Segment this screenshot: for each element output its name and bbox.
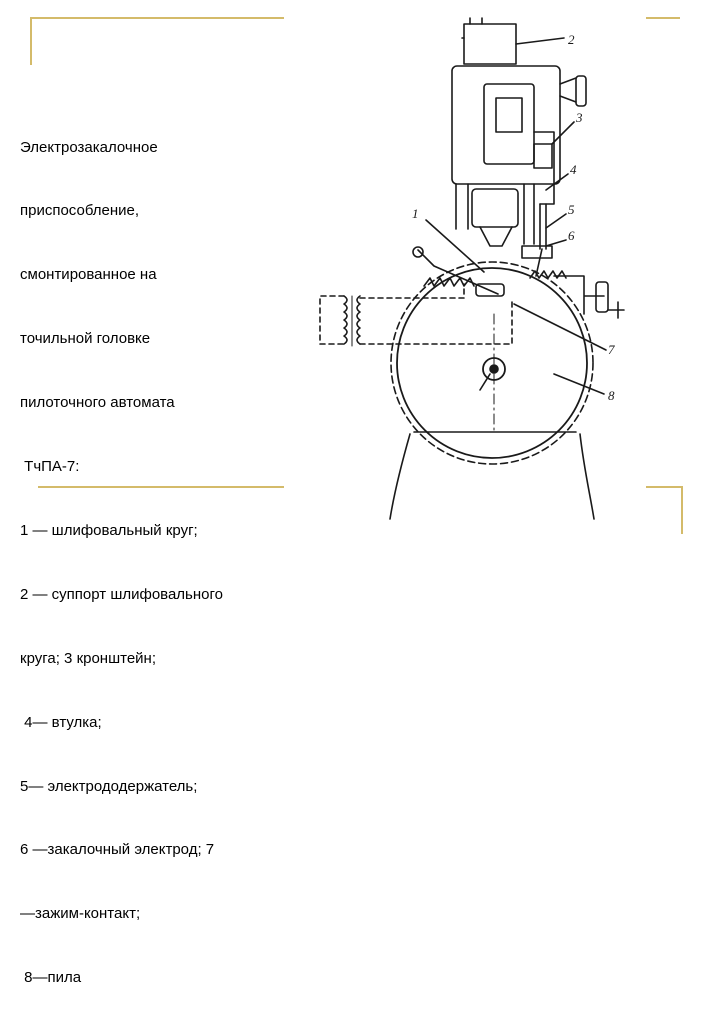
leader-1 (425, 219, 485, 273)
caption-line: круга; 3 кронштейн; (20, 649, 157, 667)
callout-4: 4 (570, 162, 577, 177)
caption-line: приспособление, (20, 202, 140, 220)
secondary-wire-1 (359, 283, 465, 299)
caption-line: ТчПА-7: (20, 458, 80, 476)
machine-stand (389, 433, 595, 520)
electrode-holder (539, 203, 547, 250)
panel-window (495, 97, 523, 133)
deco-right-line (681, 486, 683, 534)
technical-drawing: 2 3 4 5 1 6 7 8 (284, 14, 646, 522)
callout-6: 6 (568, 228, 575, 243)
callout-1: 1 (412, 206, 419, 221)
spindle-taper (479, 226, 513, 247)
hub-handle (479, 373, 491, 391)
transformer-coil-right (356, 295, 361, 345)
caption-line: Электрозакалочное (20, 138, 158, 156)
apparatus-drawing: 2 3 4 5 1 6 7 8 (284, 14, 646, 522)
leader-6 (545, 239, 567, 247)
saw-disc-edge (390, 261, 594, 465)
callout-5: 5 (568, 202, 575, 217)
caption-line: 6 —закалочный электрод; 7 (20, 841, 215, 859)
bracket-arm (533, 131, 555, 205)
handle-knob (575, 75, 587, 107)
leader-2 (515, 37, 565, 45)
saw-disc (396, 267, 588, 459)
caption-line: 5— электрододержатель; (20, 777, 198, 795)
leader-3 (551, 121, 575, 145)
sleeve (533, 143, 553, 169)
primary-wiring (319, 295, 345, 345)
handle-upper (559, 77, 577, 103)
leader-8 (553, 373, 605, 395)
motor-panel (483, 83, 535, 165)
column-left (455, 183, 469, 230)
callout-7: 7 (608, 342, 615, 357)
electrode (535, 248, 543, 277)
lever-pivot (412, 246, 424, 258)
right-clamp (553, 275, 605, 315)
column-right (523, 183, 535, 245)
secondary-wire-2 (359, 299, 513, 345)
leader-7 (513, 303, 607, 351)
top-rails (461, 17, 483, 39)
callout-8: 8 (608, 388, 615, 403)
leader-5 (545, 213, 567, 229)
contact-clamp (475, 283, 505, 297)
figure-caption: Электрозакалочное приспособление, смонти… (20, 94, 290, 1010)
caption-line: пилоточного автомата (20, 394, 175, 412)
callout-3: 3 (575, 110, 583, 125)
callout-2: 2 (568, 32, 575, 47)
caption-line: точильной головке (20, 330, 151, 348)
deco-left-line (30, 17, 32, 65)
caption-line: 4— втулка; (20, 713, 102, 731)
motor-housing (451, 65, 561, 185)
transformer-coil-left (343, 295, 348, 345)
spindle-block (471, 188, 519, 228)
saw-teeth-left (423, 277, 475, 287)
electrode-clamp (521, 245, 553, 259)
right-knob (595, 281, 609, 313)
caption-line: 2 — суппорт шлифовального (20, 585, 223, 603)
caption-line: —зажим-контакт; (20, 905, 141, 923)
caption-line: смонтированное на (20, 266, 157, 284)
right-spindle (607, 301, 625, 319)
caption-line: 8—пила (20, 969, 82, 987)
caption-line: 1 — шлифовальный круг; (20, 521, 198, 539)
leader-4 (545, 173, 569, 191)
